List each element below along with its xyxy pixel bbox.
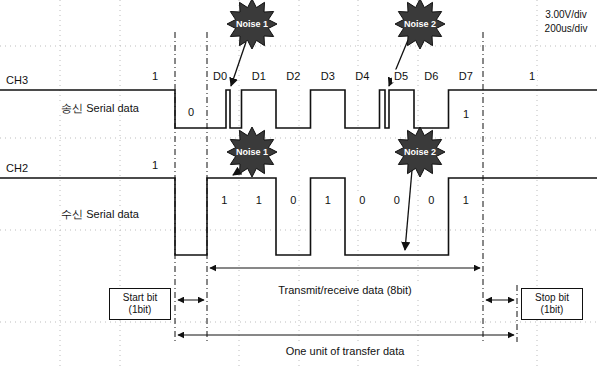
signal-label: 1 — [323, 194, 333, 207]
signal-label: 0 — [426, 194, 436, 207]
node-text: Noise 1 — [236, 147, 268, 157]
signal-label: 0 — [392, 194, 402, 207]
node-text: Start bit (1bit) — [114, 292, 166, 316]
dimension-bracket — [178, 268, 514, 335]
signal-label: 200us/div — [543, 22, 590, 35]
signal-label: D3 — [319, 70, 337, 83]
signal-traces — [0, 90, 597, 255]
signal-label: D5 — [392, 70, 410, 83]
noise-burst: Noise 1 — [227, 0, 277, 49]
signal-label: 송신 Serial data — [59, 102, 141, 115]
frame-marker — [175, 32, 517, 342]
signal-label: D1 — [250, 70, 268, 83]
signal-label: D2 — [284, 70, 302, 83]
signal-label: CH3 — [4, 74, 30, 87]
noise-burst: Noise 1 — [227, 127, 277, 177]
signal-trace — [0, 90, 597, 128]
signal-label: D4 — [353, 70, 371, 83]
noise-burst: Noise 2 — [395, 0, 445, 49]
node-text: Noise 1 — [236, 19, 268, 29]
signal-label: 1 — [461, 108, 471, 121]
signal-label: 0 — [288, 194, 298, 207]
signal-label: D7 — [457, 70, 475, 83]
bit-box: Stop bit (1bit) — [521, 288, 583, 320]
signal-label: 1 — [219, 194, 229, 207]
signal-label: One unit of transfer data — [284, 345, 407, 358]
signal-label: CH2 — [4, 162, 30, 175]
signal-label: 1 — [527, 70, 537, 83]
node-text: Stop bit (1bit) — [526, 292, 578, 316]
bit-box: Start bit (1bit) — [109, 288, 171, 320]
signal-label: 1 — [150, 159, 160, 172]
signal-label: D0 — [211, 70, 229, 83]
noise-burst: Noise 2 — [395, 127, 445, 177]
signal-label: 0 — [357, 194, 367, 207]
node-text: Noise 2 — [404, 147, 436, 157]
signal-label: 수신 Serial data — [59, 208, 141, 221]
signal-label: 1 — [461, 194, 471, 207]
signal-label: D6 — [422, 70, 440, 83]
signal-label: 3.00V/div — [543, 8, 589, 21]
signal-label: 0 — [186, 106, 196, 119]
signal-label: 1 — [150, 70, 160, 83]
signal-label: 1 — [254, 194, 264, 207]
signal-trace — [0, 178, 597, 255]
node-text: Noise 2 — [404, 19, 436, 29]
signal-label: Transmit/receive data (8bit) — [268, 284, 422, 297]
